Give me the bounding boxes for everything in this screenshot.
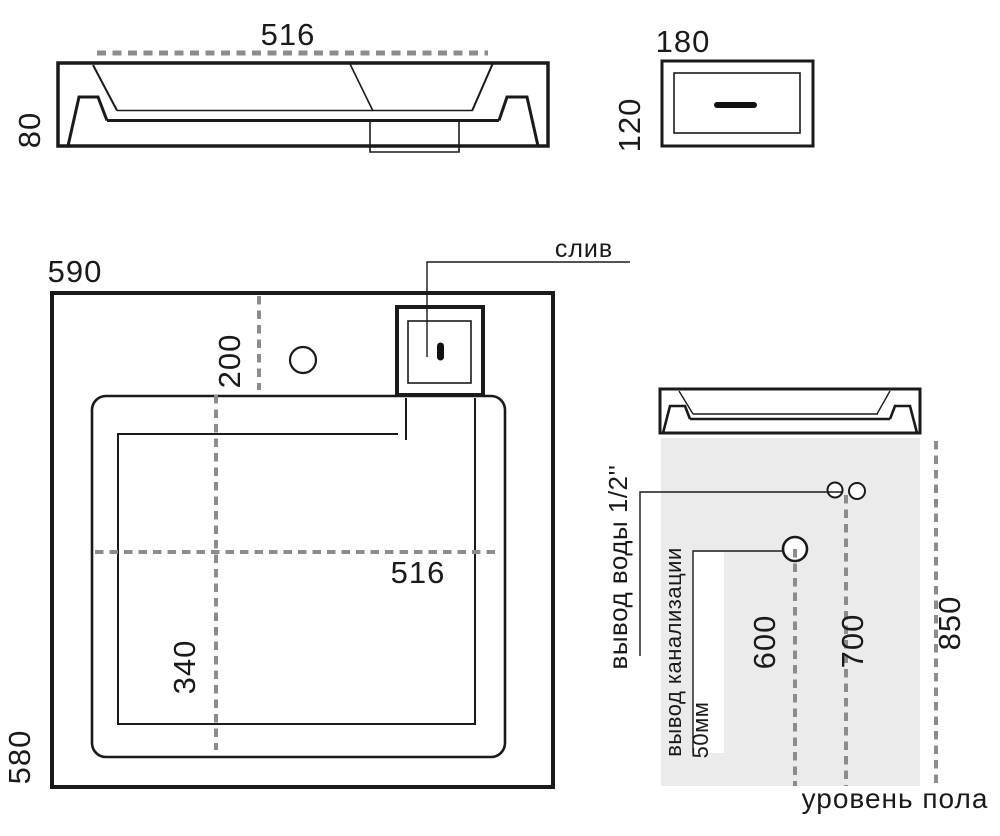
water-outlet-label: вывод воды 1/2'' <box>603 465 633 670</box>
sewer-outlet-label: вывод канализации <box>661 547 686 757</box>
plan-rim-outline <box>90 394 507 759</box>
sewer-label-backdrop <box>693 552 724 753</box>
installation-sink-silhouette <box>658 387 922 435</box>
plan-bowl-offset-dim: 340 <box>167 640 202 695</box>
sewer-leader-line <box>692 550 783 753</box>
side-view: 180 120 <box>612 24 815 153</box>
height-600-dim: 600 <box>747 615 782 670</box>
plan-bowl-width-dim: 516 <box>391 555 446 590</box>
plan-width-dim: 590 <box>48 254 103 289</box>
front-basin-left-slope <box>92 64 118 111</box>
drain-label: слив <box>555 235 613 263</box>
front-height-dim: 80 <box>12 112 47 148</box>
side-inner-outline <box>673 72 801 134</box>
front-outer-outline <box>56 61 550 148</box>
mini-basin-left-slope <box>678 390 694 415</box>
front-width-dim: 516 <box>261 17 316 52</box>
front-right-foot <box>497 95 540 147</box>
plan-outer-outline <box>50 291 555 789</box>
installation-view: вывод воды 1/2'' вывод канализации 50мм … <box>603 387 989 814</box>
water-outlet-left <box>826 481 844 499</box>
mini-outer-outline <box>658 387 922 435</box>
plan-bowl-bottom-outline <box>117 398 476 725</box>
floor-level-label: уровень пола <box>802 783 989 814</box>
height-700-dim: 700 <box>835 614 870 669</box>
drain-leader-line <box>426 261 630 357</box>
water-outlet-right <box>848 482 866 500</box>
plan-height-dim: 580 <box>2 730 37 785</box>
front-drain-housing <box>369 122 460 153</box>
plan-faucet-hole <box>288 345 318 375</box>
sewer-size-label: 50мм <box>688 702 713 759</box>
side-width-dim: 180 <box>656 24 711 59</box>
height-850-dim: 850 <box>932 596 967 651</box>
water-leader-line <box>639 491 843 656</box>
front-view: 516 80 <box>12 17 550 153</box>
mini-right-foot <box>888 404 919 434</box>
plan-drain-box-inner <box>407 320 472 384</box>
front-drain-dip-slope <box>349 63 374 112</box>
plan-drain-box-outer <box>395 305 485 397</box>
plan-drain-offset-dim: 200 <box>212 334 247 389</box>
mini-left-foot <box>661 404 692 434</box>
side-height-dim: 120 <box>612 98 647 153</box>
side-outer-outline <box>660 59 815 148</box>
mini-basin-right-slope <box>876 390 891 415</box>
plan-view: 590 слив 200 516 340 580 <box>2 235 630 789</box>
front-left-foot <box>66 95 109 147</box>
front-basin-right-slope <box>471 62 494 112</box>
